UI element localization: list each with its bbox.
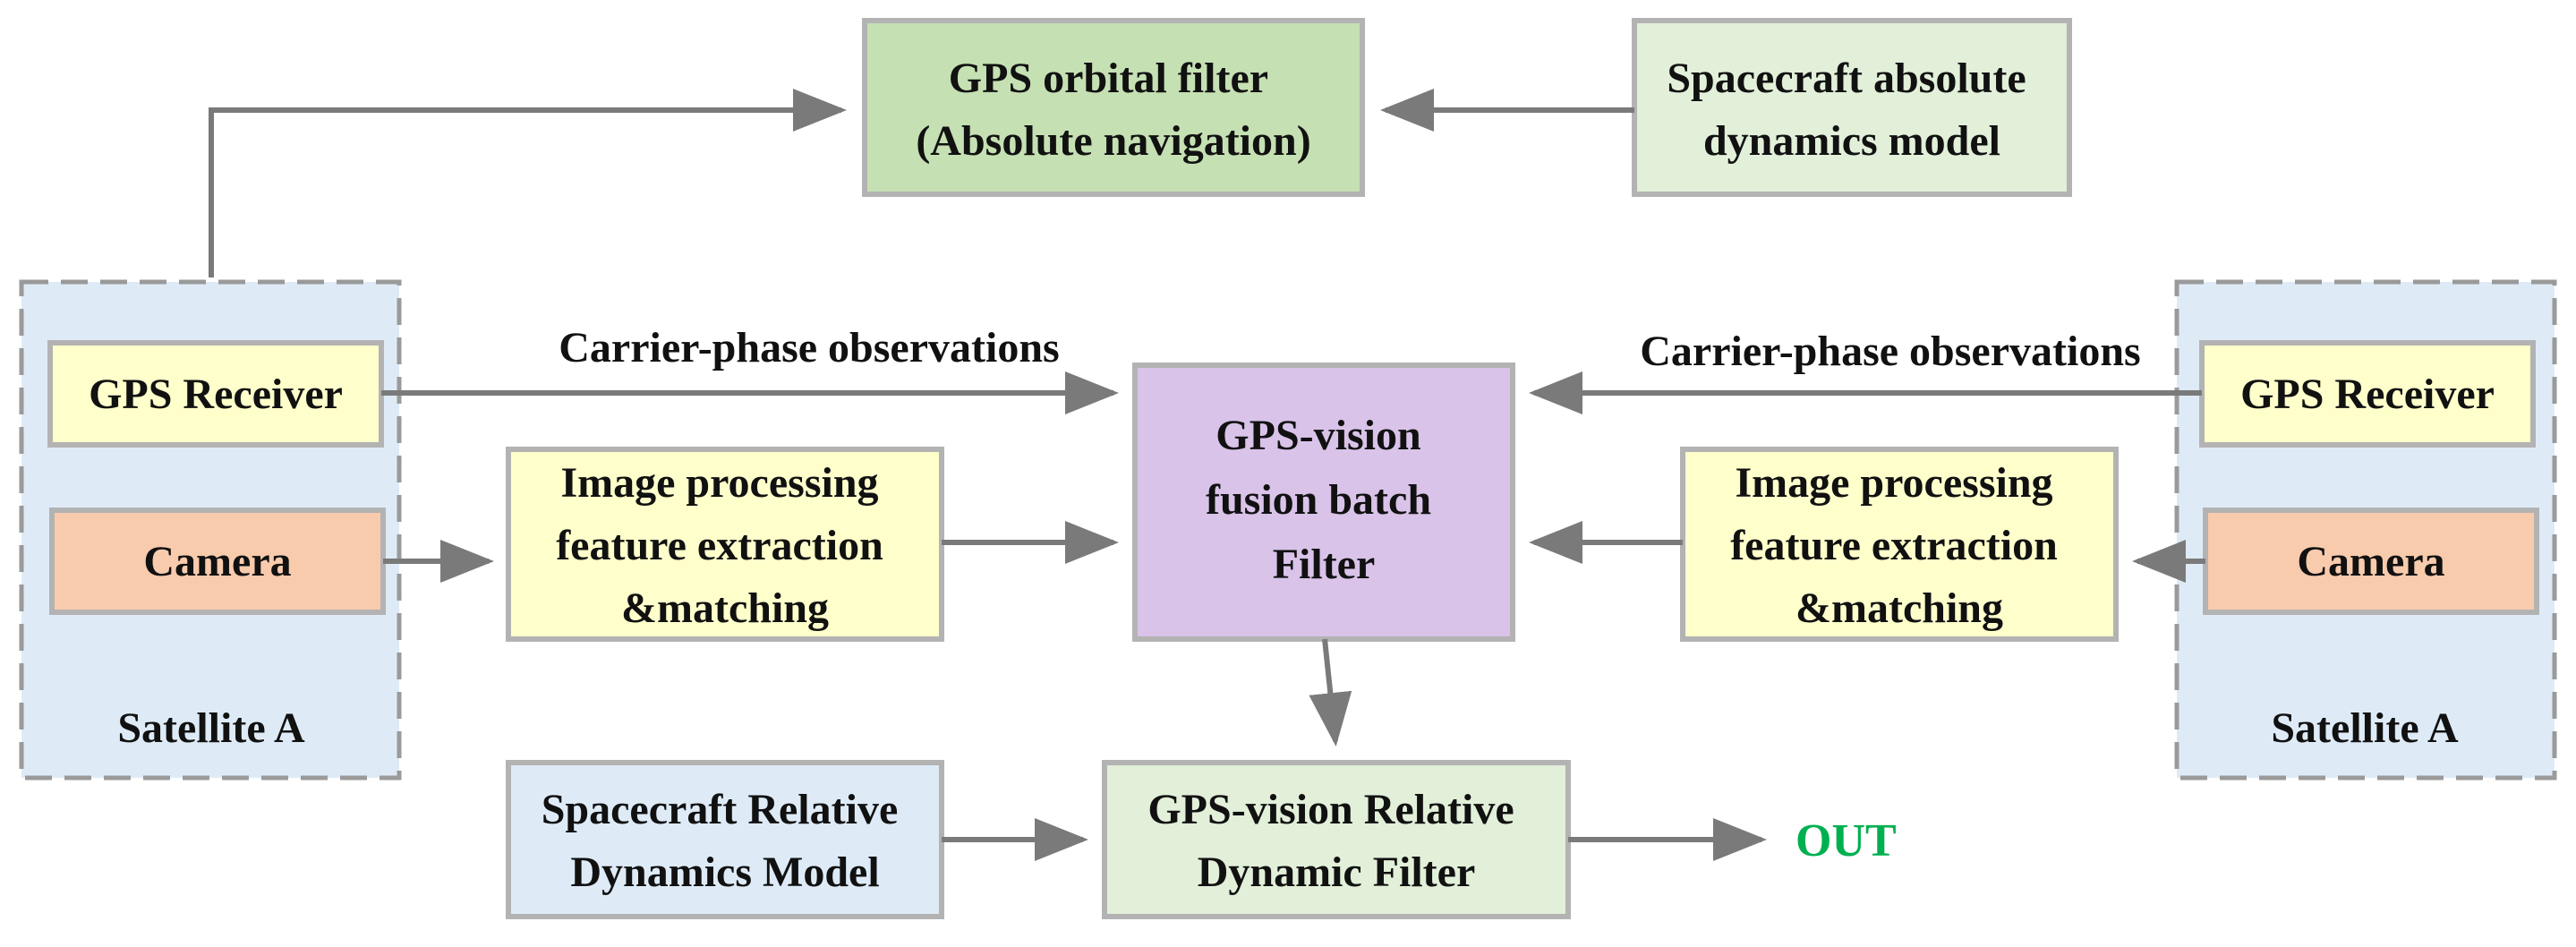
abs-dynamics-model-text: Spacecraft absolute dynamics model xyxy=(1667,55,2036,165)
left-image-processing-text: Image processing feature extraction &mat… xyxy=(556,459,894,632)
right-satellite-label: Satellite A xyxy=(2271,704,2459,752)
arrow-fusion-to-rel-filter xyxy=(1309,638,1352,747)
right-carrier-phase-label: Carrier-phase observations xyxy=(1640,328,2140,375)
left-gps-receiver-label: GPS Receiver xyxy=(89,371,343,418)
fusion-filter-box xyxy=(1132,363,1515,642)
rel-dynamic-filter-text: GPS-vision Relative Dynamic Filter xyxy=(1147,786,1524,896)
right-gps-receiver-box xyxy=(2199,340,2536,448)
left-carrier-phase-label: Carrier-phase observations xyxy=(559,324,1059,371)
left-image-processing-box xyxy=(506,447,944,642)
left-camera-label: Camera xyxy=(143,538,291,585)
arrow-satellite-to-orbital-filter xyxy=(209,89,847,277)
left-satellite-label: Satellite A xyxy=(117,704,305,752)
out-label: OUT xyxy=(1796,815,1897,866)
right-gps-receiver-label: GPS Receiver xyxy=(2240,371,2495,418)
right-camera-label: Camera xyxy=(2297,538,2444,585)
rel-dynamics-model-box xyxy=(506,760,944,919)
right-image-processing-text: Image processing feature extraction &mat… xyxy=(1730,459,2068,632)
rel-dynamics-model-text: Spacecraft Relative Dynamics Model xyxy=(542,786,909,896)
gps-orbital-filter-box xyxy=(862,18,1365,197)
right-image-processing-box xyxy=(1680,447,2119,642)
abs-dynamics-model-box xyxy=(1632,18,2072,197)
left-camera-box xyxy=(49,508,386,615)
gps-orbital-filter-text: GPS orbital filter (Absolute navigation) xyxy=(916,55,1310,165)
fusion-filter-text: GPS-vision fusion batch Filter xyxy=(1206,412,1442,588)
